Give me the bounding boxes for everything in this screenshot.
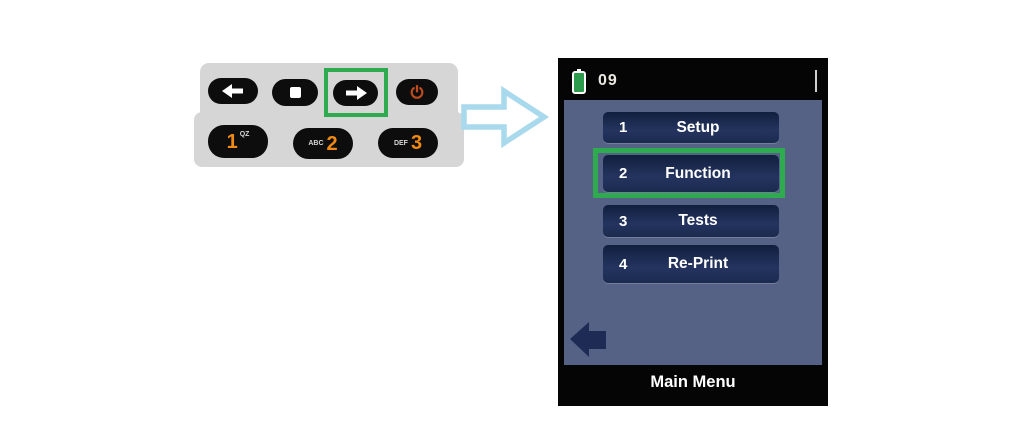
status-text: 09 (598, 72, 618, 89)
menu-item-number: 3 (619, 212, 628, 230)
flow-arrow-icon (461, 85, 550, 149)
number-key-3[interactable]: DEF 3 (378, 128, 438, 158)
key-digit: 1 (226, 130, 238, 153)
menu-item-tests[interactable]: 3 Tests (603, 205, 779, 237)
key-letters: DEF (393, 139, 408, 147)
menu-item-label: Re-Print (667, 255, 729, 272)
menu-item-setup[interactable]: 1 Setup (603, 112, 779, 143)
scroll-indicator (815, 70, 817, 92)
number-key-1[interactable]: 1 QZ (208, 125, 268, 158)
number-key-2[interactable]: ABC 2 (293, 128, 353, 159)
screen-title: Main Menu (650, 373, 736, 391)
arrow-left-icon (222, 84, 244, 98)
menu-item-label: Tests (678, 212, 718, 229)
power-icon (409, 84, 425, 100)
key-letters: ABC (308, 140, 324, 147)
menu-item-number: 1 (619, 119, 628, 136)
menu-item-function[interactable]: 2 Function (603, 155, 779, 192)
device-keypad: 1 QZ ABC 2 DEF 3 (194, 63, 464, 167)
battery-icon (572, 69, 586, 94)
key-digit: 2 (326, 132, 338, 155)
stop-square-icon (289, 87, 301, 98)
device-screen: 09 1 Setup 2 Function 3 Tests 4 Re-Print… (558, 58, 828, 406)
back-arrow-icon[interactable] (570, 322, 610, 357)
back-key-button[interactable] (208, 78, 258, 104)
menu-item-number: 2 (619, 165, 628, 182)
menu-item-label: Function (665, 164, 731, 182)
key-digit: 3 (410, 132, 423, 154)
power-key-button[interactable] (396, 79, 438, 105)
menu-item-number: 4 (619, 255, 628, 273)
screen-header: 09 (564, 64, 822, 100)
menu-item-label: Setup (676, 118, 720, 136)
arrow-right-icon (345, 86, 367, 100)
stop-key-button[interactable] (272, 79, 318, 106)
menu-item-reprint[interactable]: 4 Re-Print (603, 245, 779, 283)
screen-footer: Main Menu (564, 365, 822, 400)
forward-key-button[interactable] (333, 80, 378, 106)
key-letters: QZ (239, 131, 250, 138)
